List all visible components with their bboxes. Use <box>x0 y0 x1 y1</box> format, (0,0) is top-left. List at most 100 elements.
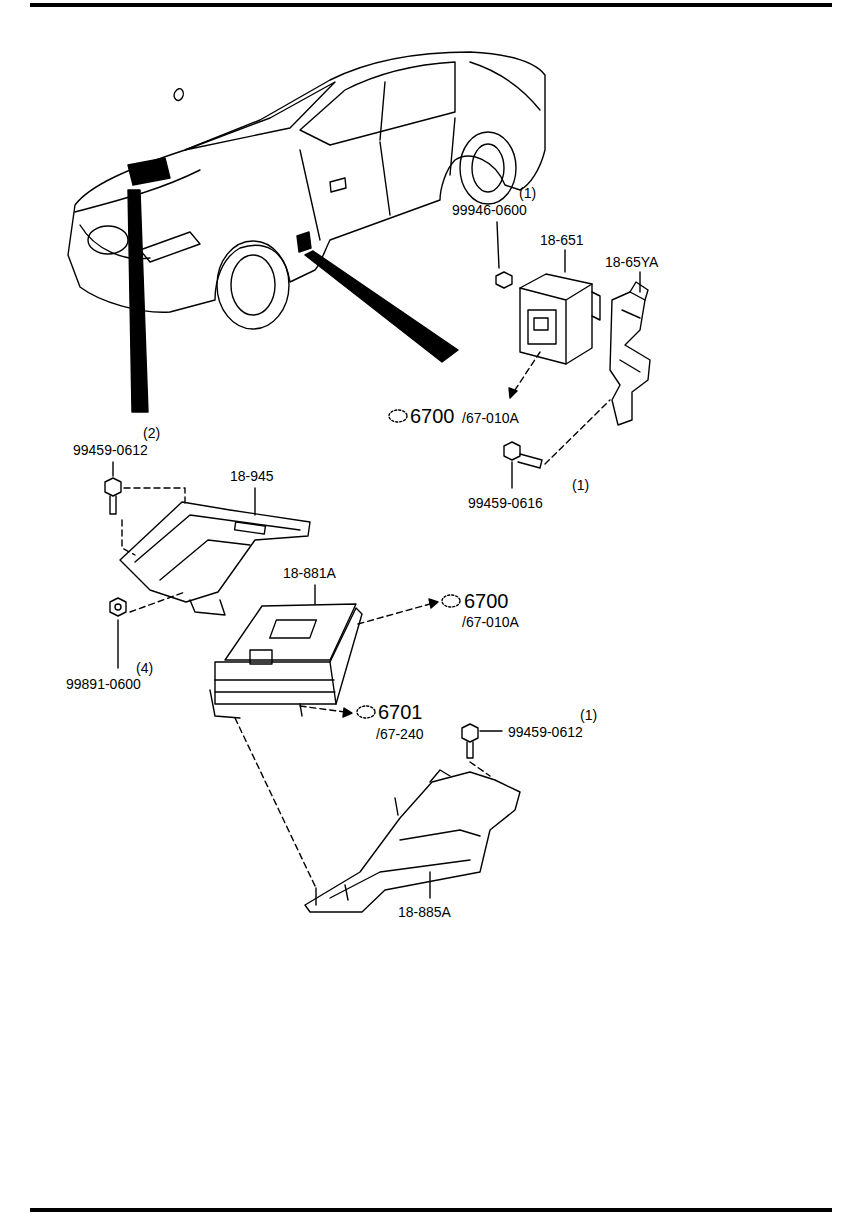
bracket-18-65YA <box>610 272 650 425</box>
dashed-line <box>235 718 316 888</box>
leader-line <box>112 462 113 476</box>
leader-line <box>639 272 640 292</box>
callout-number: 6701 <box>378 702 423 722</box>
part-number: (1) <box>580 708 597 722</box>
drawing-stroke <box>120 502 310 602</box>
leader-line <box>564 250 565 272</box>
drawing-stroke <box>389 410 407 422</box>
connector-symbol <box>357 410 460 718</box>
bottom-rule <box>30 1208 832 1212</box>
part-number: /67-010A <box>462 411 519 425</box>
callout-number: 6700 <box>464 591 509 611</box>
drawing-stroke <box>592 292 600 320</box>
rear-window <box>470 62 540 110</box>
part-number: 18-881A <box>283 566 336 580</box>
drawing-stroke <box>330 770 480 898</box>
location-pointer <box>128 190 148 412</box>
location-patch <box>297 232 311 252</box>
drawing-stroke <box>135 515 300 615</box>
part-number: 99459-0612 <box>73 443 148 457</box>
part-number: 18-651 <box>540 233 584 247</box>
part-number: 99459-0616 <box>468 496 543 510</box>
arrow-head <box>429 599 438 608</box>
dashed-line <box>470 762 490 776</box>
drawing-stroke <box>610 292 650 425</box>
part-number: /67-010A <box>462 615 519 629</box>
module-18-651 <box>496 222 600 398</box>
drawing-stroke <box>210 690 302 718</box>
front-wheel <box>217 241 289 329</box>
part-number: 99891-0600 <box>66 677 141 691</box>
drawing-stroke <box>316 798 398 905</box>
drawing-stroke <box>528 310 556 344</box>
dashed-arrow <box>300 706 345 712</box>
dashed-line <box>122 520 135 555</box>
drawing-stroke <box>305 772 520 912</box>
nut-symbol <box>496 272 512 288</box>
drawing-stroke <box>504 442 520 460</box>
drawing-stroke <box>357 706 375 718</box>
drawing-stroke <box>215 608 362 704</box>
windshield <box>185 82 335 150</box>
part-number: /67-240 <box>376 727 423 741</box>
rear-wheel <box>460 132 516 204</box>
leader-line <box>480 730 502 731</box>
side-mirror-left <box>174 89 183 101</box>
part-number: 99946-0600 <box>452 203 527 217</box>
drawing-stroke <box>518 454 542 468</box>
mirror <box>330 178 346 192</box>
dashed-arrow <box>358 604 430 624</box>
dashed-line <box>130 592 185 612</box>
callout-number: 6700 <box>410 406 455 426</box>
leader-line <box>314 585 315 604</box>
bracket-18-945 <box>120 488 310 615</box>
part-number: (1) <box>572 478 589 492</box>
drawing-stroke <box>270 620 317 638</box>
headlight <box>140 232 200 262</box>
part-number: (2) <box>143 426 160 440</box>
drawing-stroke <box>215 662 336 704</box>
drawing-stroke <box>520 284 592 364</box>
part-number: (1) <box>519 186 536 200</box>
front-rim <box>231 255 275 315</box>
car-drawing <box>68 52 545 412</box>
grille <box>88 226 128 254</box>
bolt-99459-0612 <box>462 724 502 776</box>
drawing-stroke <box>250 650 272 664</box>
bracket-18-885A <box>305 770 520 912</box>
ecu-18-881A <box>210 585 438 888</box>
part-number: 18-885A <box>398 905 451 919</box>
drawing-stroke <box>115 604 121 610</box>
part-number: 99459-0612 <box>508 725 583 739</box>
leader-line <box>511 462 512 488</box>
drawing-stroke <box>467 742 473 758</box>
rear-rim <box>472 144 504 192</box>
drawing-stroke <box>110 598 126 616</box>
drawing-stroke <box>520 274 592 364</box>
top-rule <box>30 3 832 7</box>
dashed-line <box>545 400 610 464</box>
bolt-99459-0616 <box>504 400 610 488</box>
drawing-stroke <box>105 478 121 496</box>
leader-line <box>497 222 499 268</box>
part-number: 18-945 <box>230 469 274 483</box>
leader-line <box>254 488 255 515</box>
nut-99891-0600 <box>110 592 185 668</box>
dashed-arrow <box>513 352 540 393</box>
leader-line <box>429 872 430 898</box>
part-number: (4) <box>136 661 153 675</box>
drawing-stroke <box>30 3 832 1212</box>
drawing-stroke <box>225 604 356 660</box>
location-patch <box>128 158 170 185</box>
door-lines <box>300 118 455 240</box>
dashed-line <box>124 488 185 505</box>
leader-line <box>117 620 118 668</box>
door-pillar <box>380 82 385 140</box>
drawing-stroke <box>462 724 478 742</box>
arrow-head <box>343 708 352 717</box>
drawing-stroke <box>110 496 116 514</box>
part-number: 18-65YA <box>605 255 658 269</box>
drawing-stroke <box>620 282 648 372</box>
